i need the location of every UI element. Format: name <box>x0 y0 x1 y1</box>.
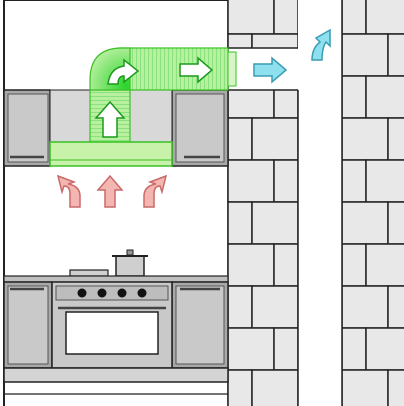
wall-brick <box>387 201 404 245</box>
wall-brick <box>341 243 367 287</box>
up-arrow-icon <box>94 100 126 138</box>
stove-oven <box>51 281 173 369</box>
hot-air-arrow-icon <box>143 174 168 208</box>
wall-brick <box>387 117 404 161</box>
wall-brick <box>227 201 253 245</box>
wall-brick <box>365 0 404 35</box>
wall-brick <box>227 117 253 161</box>
wall-brick <box>227 243 275 287</box>
wall-brick <box>273 159 299 203</box>
wall-brick <box>341 159 367 203</box>
chimney-flue <box>297 0 343 406</box>
lower-cabinet-left <box>3 281 53 369</box>
wall-brick <box>341 201 389 245</box>
wall-brick <box>341 117 389 161</box>
brick-wall-left-bricks <box>227 0 299 406</box>
hot-air-arrow-icon <box>96 174 124 208</box>
countertop <box>3 275 229 283</box>
wall-brick <box>341 0 367 35</box>
wall-brick <box>273 243 299 287</box>
range-hood <box>49 141 173 167</box>
floor-plinth <box>3 367 229 395</box>
wall-brick <box>387 369 404 406</box>
exhaust-arrow-icon <box>253 56 288 84</box>
lower-cabinet-right <box>171 281 229 369</box>
hot-air-arrow-icon <box>56 174 81 208</box>
wall-brick <box>365 327 404 371</box>
wall-brick <box>227 0 275 35</box>
right-arrow-icon <box>179 56 214 84</box>
wall-brick <box>387 33 404 77</box>
wall-brick <box>341 75 367 119</box>
wall-brick <box>387 285 404 329</box>
stove-knob-icon <box>137 288 147 298</box>
wall-brick <box>227 369 253 406</box>
wall-brick <box>273 327 299 371</box>
wall-brick <box>365 243 404 287</box>
wall-brick <box>341 327 367 371</box>
wall-brick <box>227 327 275 371</box>
cooking-pot-icon <box>112 249 148 277</box>
wall-brick <box>251 201 299 245</box>
wall-brick <box>251 285 299 329</box>
wall-brick <box>227 285 253 329</box>
upper-cabinet-right <box>171 89 229 167</box>
wall-brick <box>273 0 299 35</box>
wall-brick <box>251 117 299 161</box>
wall-brick <box>251 369 299 406</box>
wall-brick <box>341 369 389 406</box>
stove-knob-icon <box>117 288 127 298</box>
stove-knob-icon <box>97 288 107 298</box>
stove-knob-icon <box>77 288 87 298</box>
wall-brick <box>341 285 389 329</box>
wall-brick <box>365 159 404 203</box>
wall-brick <box>341 33 389 77</box>
wall-brick <box>227 159 275 203</box>
pan-icon <box>69 269 109 277</box>
curved-arrow-icon <box>107 58 140 85</box>
upper-cabinet-left <box>3 89 51 167</box>
wall-brick <box>365 75 404 119</box>
brick-wall-right-bricks <box>341 0 404 406</box>
exhaust-arrow-icon <box>311 28 331 61</box>
